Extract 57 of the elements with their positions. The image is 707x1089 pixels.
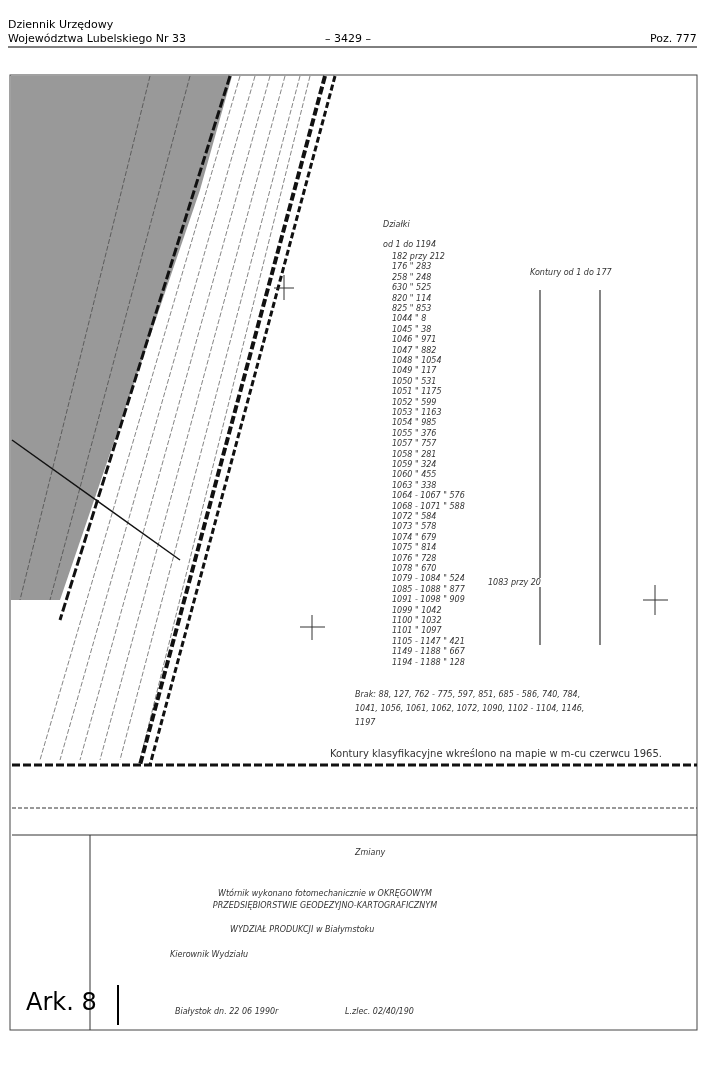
parcel-row: 1076 " 728: [392, 553, 437, 563]
parcel-row: 1074 " 679: [392, 532, 437, 542]
parcel-row: 1053 " 1163: [392, 408, 442, 417]
reproduction-note: Wtórnik wykonano fotomechanicznie w OKRĘGOWYM PRZEDSIĘBIORSTWIE GEODEZYJNO-KARTOGRAFICZNYM: [211, 888, 439, 912]
parcel-row: 1101 " 1097: [392, 626, 442, 636]
journal-subtitle: Województwa Lubelskiego Nr 33: [8, 32, 186, 45]
parcel-row: 1049 " 117: [392, 366, 437, 376]
parcel-row: 1099 " 1042: [392, 605, 442, 615]
issue-date: Białystok dn. 22 06 1990r: [175, 1007, 279, 1016]
parcel-row: 1054 " 985: [392, 418, 437, 428]
parcel-row: 1063 " 338: [392, 480, 437, 490]
changes-heading: Zmiany: [355, 848, 386, 857]
order-number: L.zlec. 02/40/190: [345, 1007, 414, 1016]
parcel-row: 1060 " 455: [392, 470, 437, 480]
parcel-row: 1064 - 1067 " 576: [392, 491, 465, 501]
parcel-range: od 1 do 1194: [383, 240, 437, 249]
parcel-row: 1149 - 1188 " 667: [392, 647, 465, 657]
classification-note: Kontury klasyfikacyjne wkreślono na mapie w m-cu czerwcu 1965.: [330, 748, 662, 759]
journal-title: Dziennik Urzędowy: [8, 18, 114, 31]
sheet-number: Ark. 8: [26, 988, 97, 1016]
page-number: – 3429 –: [325, 32, 371, 45]
parcel-row: 1105 - 1147 " 421: [392, 636, 465, 646]
parcel-row: 1078 " 670: [392, 564, 437, 573]
parcel-row: 1051 " 1175: [392, 387, 442, 397]
parcel-row: 1048 " 1054: [392, 356, 442, 365]
parcel-row: 1045 " 38: [392, 324, 432, 334]
parcel-row: 1046 " 971: [392, 335, 437, 345]
parcel-row: 176 " 283: [392, 262, 432, 272]
contour-list-heading: Kontury od 1 do 177: [530, 268, 612, 277]
parcel-row: 825 " 853: [392, 304, 432, 313]
parcel-row: 1068 - 1071 " 588: [392, 501, 465, 511]
parcel-note: 1083 przy 20: [488, 578, 543, 587]
parcel-row: 1044 " 8: [392, 314, 427, 324]
parcel-row: 258 " 248: [392, 272, 432, 282]
parcel-row: 1058 " 281: [392, 449, 437, 459]
parcel-row: 1091 - 1098 " 909: [392, 595, 465, 605]
parcel-row: 1085 - 1088 " 877: [392, 584, 465, 594]
parcel-row: 1047 " 882: [392, 345, 437, 355]
parcel-row: 1072 " 584: [392, 512, 437, 521]
position-number: Poz. 777: [650, 32, 697, 45]
parcel-row: 1073 " 578: [392, 522, 437, 532]
parcel-row: 1075 " 814: [392, 543, 437, 553]
parcel-row: 1057 " 757: [392, 439, 437, 449]
missing-parcels-note: Brak: 88, 127, 762 - 775, 597, 851, 685 - 586, 740, 784, 1041, 1056, 1061, 1062, 1072, 1090, 1102 - 1104, 1146, 1197: [355, 689, 585, 729]
parcel-row: 1194 - 1188 " 128: [392, 657, 465, 667]
parcel-row: 630 " 525: [392, 283, 432, 293]
parcel-row: 1100 " 1032: [392, 616, 442, 625]
parcel-row: 1055 " 376: [392, 428, 437, 438]
parcel-row: 1052 " 599: [392, 397, 437, 407]
parcel-row: 820 " 114: [392, 293, 432, 303]
parcel-row: 1050 " 531: [392, 376, 437, 386]
signatory-title: Kierownik Wydziału: [170, 950, 248, 959]
department-name: WYDZIAŁ PRODUKCJI w Białymstoku: [230, 925, 375, 934]
parcel-row: 182 przy 212: [392, 252, 445, 261]
parcel-row: 1079 - 1084 " 524: [392, 574, 465, 584]
parcel-list-heading: Działki: [383, 220, 410, 229]
parcel-row: 1059 " 324: [392, 460, 437, 469]
